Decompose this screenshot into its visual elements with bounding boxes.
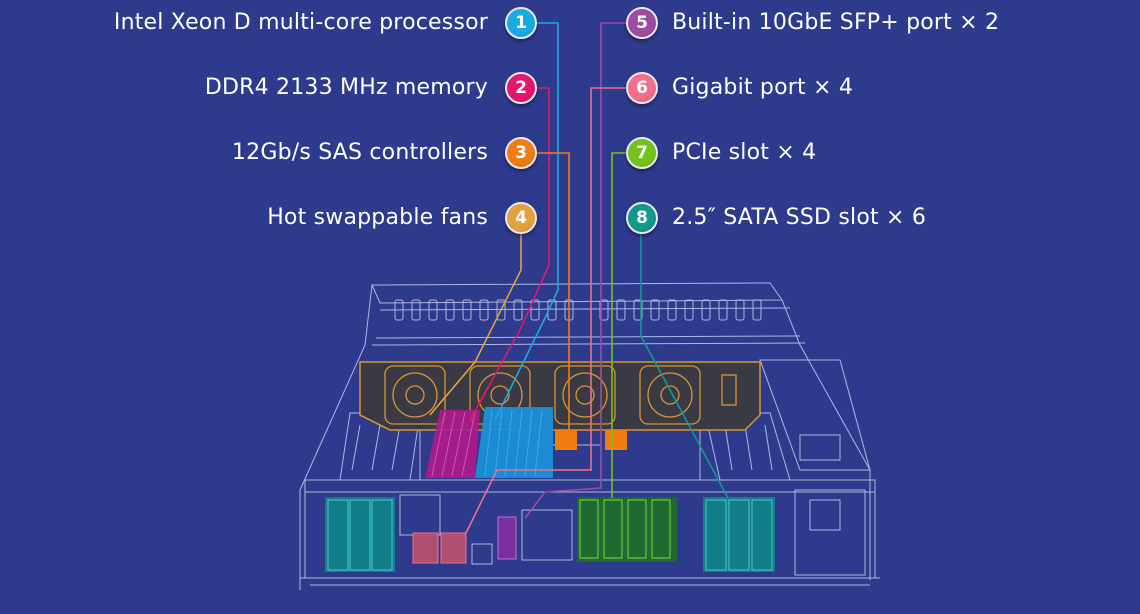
vent-slots bbox=[394, 299, 762, 321]
feature-3-badge: 3 bbox=[505, 137, 537, 169]
feature-4-label: Hot swappable fans bbox=[267, 205, 488, 230]
feature-6-badge: 6 bbox=[626, 72, 658, 104]
sas-controller-2 bbox=[605, 430, 627, 450]
feature-4-badge: 4 bbox=[505, 202, 537, 234]
cpu-heatsink bbox=[475, 407, 553, 478]
leader-line-2 bbox=[469, 87, 550, 421]
ssd-bay-right bbox=[703, 497, 775, 572]
sfp-ports bbox=[497, 516, 517, 560]
leader-line-4 bbox=[429, 232, 522, 416]
feature-2-label: DDR4 2133 MHz memory bbox=[204, 75, 488, 100]
leader-line-7 bbox=[611, 152, 626, 498]
feature-2-badge: 2 bbox=[505, 72, 537, 104]
feature-5-label: Built-in 10GbE SFP+ port × 2 bbox=[672, 10, 1000, 35]
ssd-bay-left bbox=[325, 497, 395, 572]
fan-module bbox=[359, 361, 761, 431]
memory-modules bbox=[425, 410, 480, 478]
feature-6-label: Gigabit port × 4 bbox=[672, 75, 854, 100]
leader-lines bbox=[429, 22, 729, 536]
feature-3-label: 12Gb/s SAS controllers bbox=[231, 140, 488, 165]
leader-line-1 bbox=[494, 22, 559, 421]
leader-line-3 bbox=[536, 152, 570, 435]
leader-line-8 bbox=[640, 232, 729, 499]
feature-1-badge: 1 bbox=[505, 7, 537, 39]
pcie-slots bbox=[577, 497, 677, 562]
leader-line-6 bbox=[464, 87, 626, 536]
feature-8-label: 2.5″ SATA SSD slot × 6 bbox=[672, 205, 927, 230]
feature-1-label: Intel Xeon D multi-core processor bbox=[113, 10, 488, 35]
feature-7-badge: 7 bbox=[626, 137, 658, 169]
gigabit-ports bbox=[412, 532, 467, 564]
sas-controller-1 bbox=[555, 430, 577, 450]
feature-7-label: PCIe slot × 4 bbox=[672, 140, 817, 165]
feature-8-badge: 8 bbox=[626, 202, 658, 234]
chassis-wireframe bbox=[299, 282, 880, 590]
leader-line-5 bbox=[524, 22, 626, 519]
feature-5-badge: 5 bbox=[626, 7, 658, 39]
